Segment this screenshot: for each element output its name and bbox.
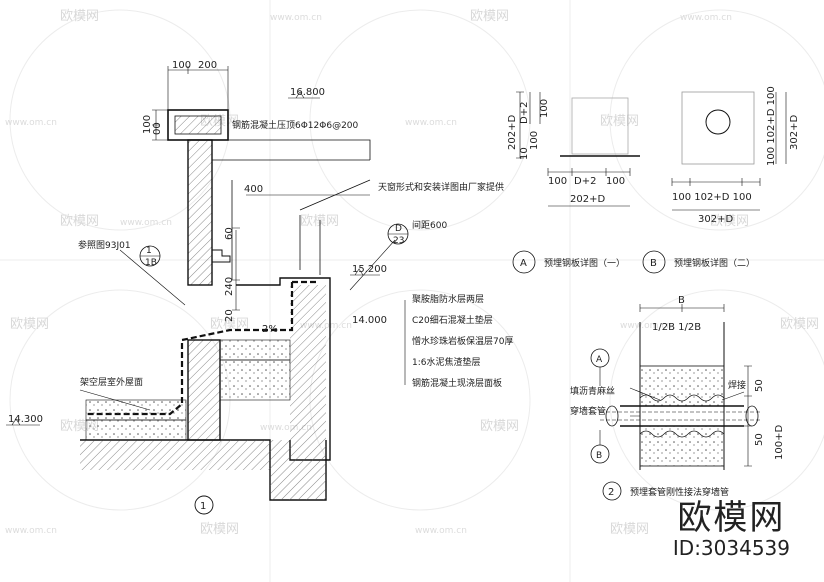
elevation-mid: 15.200 <box>352 264 387 275</box>
detail-2-number: 2 <box>608 487 614 498</box>
ref-circle-top: 1 <box>146 246 152 256</box>
detail-2-b-circle: B <box>596 451 602 461</box>
watermark-url: www.om.cn <box>5 118 57 128</box>
detail-a-text: 202+D D+2 100 100 10 100 D+2 100 202+D A… <box>507 99 625 269</box>
watermark-brand: 欧模网 <box>610 522 649 537</box>
detail-b-text: 100 102+D 100 302+D 100 102+D 100 302+D … <box>650 86 800 269</box>
dim-h-total: 202+D <box>570 194 605 205</box>
watermark-url: www.om.cn <box>260 423 312 433</box>
watermark-url: www.om.cn <box>680 13 732 23</box>
dim-h-100b: 100 <box>606 176 625 187</box>
note-spacing: 间距600 <box>412 219 447 231</box>
watermark-brand: 欧模网 <box>60 214 99 229</box>
detail-2-b: B <box>678 295 685 306</box>
detail-b-caption: 预埋钢板详图（二） <box>674 257 755 269</box>
layer-2: C20细石混凝土垫层 <box>412 314 493 326</box>
watermark-brand: 欧模网 <box>60 9 99 24</box>
layer-1: 聚胺脂防水层两层 <box>412 293 484 305</box>
detail-a <box>512 91 640 274</box>
watermark-brand: 欧模网 <box>300 214 339 229</box>
callout-d-top: D <box>395 224 402 234</box>
dim-r-50a: 50 <box>754 379 765 392</box>
detail-a-letter-text: A <box>520 258 527 269</box>
elevation-top: 16.800 <box>290 87 325 98</box>
detail-a-caption: 预埋钢板详图（一） <box>544 257 625 269</box>
detail-b-letter-text: B <box>650 258 657 269</box>
dim-60: 60 <box>224 227 235 240</box>
watermark-url: www.om.cn <box>5 526 57 536</box>
detail-b <box>642 91 787 274</box>
note-roof: 架空层室外屋面 <box>80 376 143 388</box>
watermark-url: www.om.cn <box>620 321 672 331</box>
brand-id: ID:3034539 <box>672 536 790 560</box>
watermark-brand: 欧模网 <box>470 9 509 24</box>
ref-circle-bottom: 1B <box>145 258 157 268</box>
watermark-brand: 欧模网 <box>210 317 249 332</box>
watermark-url: www.om.cn <box>415 526 467 536</box>
dim-v-100a: 100 <box>529 131 540 150</box>
slope-label: 2% <box>262 324 278 335</box>
detail-2-text: B 1/2B 1/2B A B 填沥青麻丝 穿墙套管 焊接 50 50 100+… <box>570 295 785 498</box>
brand-mark: 欧模网 ID:3034539 <box>673 500 790 560</box>
watermark-brand: 欧模网 <box>200 522 239 537</box>
dim-v-d2: D+2 <box>519 102 530 124</box>
dim-240: 240 <box>224 277 235 296</box>
detail-2 <box>590 304 760 501</box>
dim-v-b: 100 102+D 100 <box>766 86 777 166</box>
note-skylight: 天窗形式和安装详图由厂家提供 <box>378 181 504 193</box>
elevation-14: 14.000 <box>352 315 387 326</box>
watermark-url: www.om.cn <box>120 218 172 228</box>
detail-2-a: A <box>596 355 603 365</box>
layer-5: 钢筋混凝土现浇层面板 <box>412 377 502 389</box>
dim-v-total: 202+D <box>507 115 518 150</box>
callout-d-bottom: 23 <box>393 236 404 246</box>
dim-top-1: 100 <box>172 60 191 71</box>
parapet-wall <box>187 139 213 286</box>
elevation-bottom: 14.300 <box>8 414 43 425</box>
dim-left-1: 100 <box>142 115 153 134</box>
note-ref: 参照图93J01 <box>78 239 131 251</box>
note-fill: 填沥青麻丝 <box>570 385 615 397</box>
detail-2-dim-top: 1/2B 1/2B <box>652 322 701 333</box>
note-parapet: 钢筋混凝土压顶6Φ12Φ6@200 <box>232 119 359 131</box>
detail-2-label <box>602 481 622 501</box>
detail-1-label <box>194 495 214 515</box>
detail-b-letter <box>642 250 666 274</box>
layer-3: 憎水珍珠岩板保温层70厚 <box>412 335 513 347</box>
dim-left-2: 00 <box>152 122 163 135</box>
detail-1 <box>6 66 409 515</box>
dim-r-50b: 50 <box>754 433 765 446</box>
watermark-brand: 欧模网 <box>10 317 49 332</box>
watermark-url: www.om.cn <box>405 118 457 128</box>
dim-h-total-b: 302+D <box>698 214 733 225</box>
dim-top-2: 200 <box>198 60 217 71</box>
layer-4: 1:6水泥焦渣垫层 <box>412 356 481 368</box>
dim-v-100b: 100 <box>539 99 550 118</box>
watermark-brand: 欧模网 <box>710 214 749 229</box>
brand-name: 欧模网 <box>677 498 786 538</box>
note-weld: 焊接 <box>728 379 746 391</box>
watermark-brand: 欧模网 <box>480 419 519 434</box>
note-sleeve: 穿墙套管 <box>570 405 606 417</box>
detail-2-caption: 预埋套管刚性接法穿墙管 <box>630 486 729 498</box>
dim-v-10: 10 <box>519 147 530 160</box>
dim-400: 400 <box>244 184 263 195</box>
detail-a-letter <box>512 250 536 274</box>
dim-20: 20 <box>224 309 235 322</box>
watermark-brand: 欧模网 <box>600 114 639 129</box>
watermark-url: www.om.cn <box>270 13 322 23</box>
dim-r-total: 100+D <box>774 425 785 460</box>
dim-h-100a: 100 <box>548 176 567 187</box>
dim-h-d2: D+2 <box>574 176 596 187</box>
detail-1-text: 100 200 100 00 16.800 钢筋混凝土压顶6Φ12Φ6@200 … <box>8 60 513 512</box>
dim-h-b: 100 102+D 100 <box>672 192 752 203</box>
detail-1-number: 1 <box>200 501 206 512</box>
watermark-brand: 欧模网 <box>780 317 819 332</box>
dim-v-total-b: 302+D <box>789 115 800 150</box>
